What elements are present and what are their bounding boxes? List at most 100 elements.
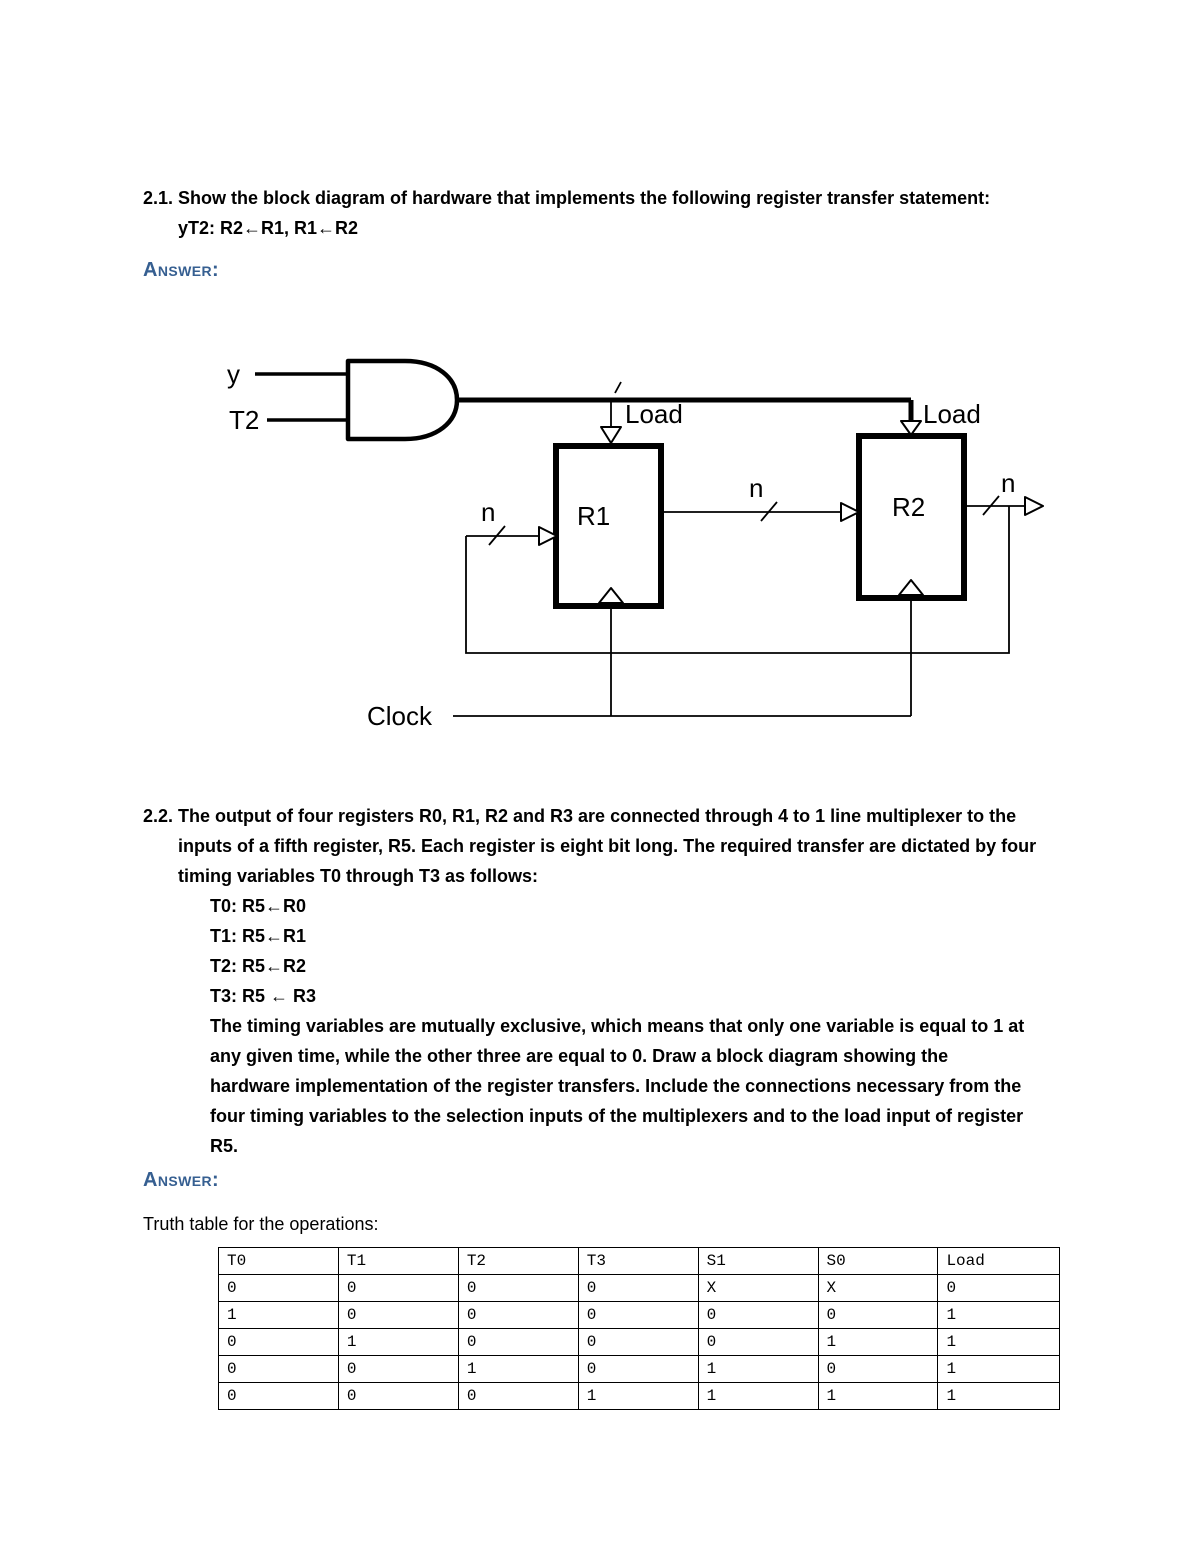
continuation-line-4: four timing variables to the selection i… <box>210 1106 1024 1126</box>
table-cell: 1 <box>337 1328 459 1356</box>
block-diagram: y T2 Load Load R1 <box>221 351 1060 753</box>
table-cell: 1 <box>817 1328 939 1356</box>
table-cell: 1 <box>697 1355 819 1383</box>
table-cell: 0 <box>937 1274 1060 1302</box>
clock-input-r2 <box>898 579 924 596</box>
table-cell: 0 <box>577 1274 699 1302</box>
feedback-wire <box>465 506 1010 654</box>
table-cell: 0 <box>817 1301 939 1329</box>
table-cell: 0 <box>577 1328 699 1356</box>
table-cell: 0 <box>337 1355 459 1383</box>
register-transfer-statement: yT2: R2←R1, R1←R2 <box>178 218 359 238</box>
header-s0: S0 <box>817 1247 939 1275</box>
table-cell: 0 <box>337 1301 459 1329</box>
load-label-r2: Load <box>923 399 981 429</box>
answer-heading-1: Answer: <box>143 259 220 281</box>
table-cell: 1 <box>218 1301 339 1329</box>
truth-table: T0 T1 T2 T3 S1 S0 Load 0 0 0 0 X X 0 <box>218 1247 1060 1410</box>
output-bus-slash <box>982 495 1000 516</box>
r1-input-bus-slash <box>488 525 506 546</box>
table-row: 0 0 0 1 1 1 1 <box>218 1382 1060 1410</box>
table-cell: X <box>817 1274 939 1302</box>
bus-width-n-output: n <box>1001 468 1015 498</box>
table-row: 0 1 0 0 0 1 1 <box>218 1328 1060 1356</box>
table-cell: 0 <box>218 1328 339 1356</box>
load-label-r1: Load <box>625 399 683 429</box>
table-cell: 0 <box>457 1301 579 1329</box>
table-cell: 1 <box>697 1382 819 1410</box>
clock-label: Clock <box>367 701 433 731</box>
answer-heading-2: Answer: <box>143 1169 220 1191</box>
table-cell: 0 <box>697 1328 819 1356</box>
header-t1: T1 <box>337 1247 459 1275</box>
section-2-2-line-3: timing variables T0 through T3 as follow… <box>178 866 539 886</box>
table-cell: 0 <box>577 1301 699 1329</box>
bus-tick <box>614 381 622 394</box>
transfer-t2: T2: R5←R2 <box>210 956 307 976</box>
table-cell: 1 <box>937 1301 1060 1329</box>
and-gate <box>345 358 460 442</box>
input-arrow-r2 <box>840 502 860 522</box>
section-2-2-number: 2.2. <box>143 806 174 826</box>
table-cell: 0 <box>457 1328 579 1356</box>
table-row: 0 0 0 0 X X 0 <box>218 1274 1060 1302</box>
transfer-t1: T1: R5←R1 <box>210 926 307 946</box>
register-r1-label: R1 <box>577 501 610 531</box>
input-t2-label: T2 <box>229 405 259 435</box>
section-2-2-line-2: inputs of a fifth register, R5. Each reg… <box>178 836 1037 856</box>
section-2-2-line-1: The output of four registers R0, R1, R2 … <box>178 806 1017 826</box>
section-2-1-heading: 2.1. Show the block diagram of hardware … <box>143 183 1060 243</box>
header-load: Load <box>937 1247 1060 1275</box>
section-2-2-paragraph: 2.2. The output of four registers R0, R1… <box>143 801 1060 891</box>
table-cell: 0 <box>337 1382 459 1410</box>
section-2-2-continuation: The timing variables are mutually exclus… <box>210 1011 1060 1161</box>
table-cell: 0 <box>337 1274 459 1302</box>
transfer-list: T0: R5←R0 T1: R5←R1 T2: R5←R2 T3: R5 ← R… <box>210 891 1060 1011</box>
section-2-1-number: 2.1. <box>143 188 174 208</box>
transfer-t0: T0: R5←R0 <box>210 896 307 916</box>
table-cell: 0 <box>218 1382 339 1410</box>
section-2-1-line-1: Show the block diagram of hardware that … <box>178 188 991 208</box>
header-s1: S1 <box>697 1247 819 1275</box>
table-cell: 1 <box>937 1382 1060 1410</box>
table-cell: 0 <box>697 1301 819 1329</box>
header-t2: T2 <box>457 1247 579 1275</box>
output-arrow <box>1024 496 1044 516</box>
circuit-svg: y T2 Load Load R1 <box>227 358 1044 731</box>
table-caption: Truth table for the operations: <box>143 1214 379 1234</box>
table-cell: 1 <box>937 1355 1060 1383</box>
continuation-line-2: any given time, while the other three ar… <box>210 1046 949 1066</box>
load-arrow-r1 <box>600 426 622 444</box>
transfer-t3: T3: R5 ← R3 <box>210 986 317 1006</box>
table-cell: 0 <box>218 1274 339 1302</box>
document-content: 2.1. Show the block diagram of hardware … <box>143 183 1060 1410</box>
table-row: 1 0 0 0 0 0 1 <box>218 1301 1060 1329</box>
table-cell: 0 <box>577 1355 699 1383</box>
table-cell: 1 <box>577 1382 699 1410</box>
continuation-line-3: hardware implementation of the register … <box>210 1076 1022 1096</box>
bus-width-n-input: n <box>481 497 495 527</box>
section-2-2-text: The output of four registers R0, R1, R2 … <box>178 801 1036 891</box>
header-t3: T3 <box>577 1247 699 1275</box>
mid-bus-slash <box>760 501 778 522</box>
table-cell: 0 <box>817 1355 939 1383</box>
continuation-line-1: The timing variables are mutually exclus… <box>210 1016 1025 1036</box>
table-cell: 1 <box>937 1328 1060 1356</box>
truth-table-header-row: T0 T1 T2 T3 S1 S0 Load <box>218 1247 1060 1275</box>
table-cell: 0 <box>457 1274 579 1302</box>
section-2-1-text: Show the block diagram of hardware that … <box>178 183 990 243</box>
table-cell: 0 <box>218 1355 339 1383</box>
input-y-label: y <box>227 359 240 389</box>
table-cell: 1 <box>817 1382 939 1410</box>
clock-input-r1 <box>598 587 624 604</box>
header-t0: T0 <box>218 1247 339 1275</box>
load-arrow-r2 <box>900 420 922 436</box>
table-cell: X <box>697 1274 819 1302</box>
bus-width-n-mid: n <box>749 473 763 503</box>
table-row: 0 0 1 0 1 0 1 <box>218 1355 1060 1383</box>
continuation-line-5: R5. <box>210 1136 239 1156</box>
table-cell: 1 <box>457 1355 579 1383</box>
table-cell: 0 <box>457 1382 579 1410</box>
register-r1-box <box>553 443 664 609</box>
